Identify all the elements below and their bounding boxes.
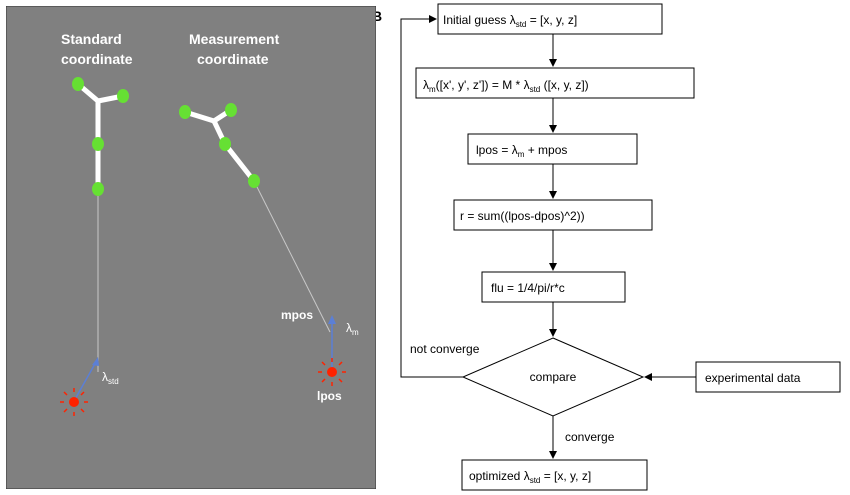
lambda-std-arrowhead [92,357,99,366]
experimental-data-text: experimental data [705,371,801,385]
standard-light-source-icon [69,397,79,407]
measurement-source: mpos λm lpos [281,308,359,403]
arrow-loop-back [400,15,463,378]
standard-joint [92,137,104,151]
panel-b-label: B [372,8,383,24]
converge-label: converge [565,430,615,444]
measurement-source-rays [318,358,346,386]
standard-title-line1: Standard [61,31,122,47]
fluence-box [481,271,626,303]
lpos-box [467,133,638,165]
measurement-joint [248,174,260,188]
measurement-skeleton [179,103,331,333]
mpos-label: mpos [281,308,313,322]
standard-source-rays [60,388,88,416]
lpos-label: lpos [317,389,342,403]
standard-source: λstd [60,357,119,416]
measurement-title-line2: coordinate [197,51,269,67]
distance-text: r = sum((lpos-dpos)^2)) [460,209,585,223]
lambda-std-label: λstd [102,370,119,386]
measurement-joint [219,137,231,151]
initial-guess-text: Initial guess λstd = [x, y, z] [443,13,577,29]
optimized-text: optimized λstd = [x, y, z] [469,469,591,485]
measurement-light-source-icon [327,367,337,377]
standard-title-line2: coordinate [61,51,133,67]
standard-joint [72,77,84,91]
initial-guess-box [437,3,663,35]
lpos-text: lpos = λm + mpos [476,143,567,159]
transform-box [415,67,695,99]
transform-text: λm([x', y', z']) = M * λstd ([x, y, z]) [423,78,589,94]
fluence-text: flu = 1/4/pi/r*c [491,281,565,295]
standard-joint [92,182,104,196]
lambda-std-arrow [73,361,97,402]
standard-joint [117,89,129,103]
measurement-joint [179,105,191,119]
measurement-joint [225,103,237,117]
measurement-line [253,180,331,333]
panel-a-diagram: Standard coordinate Measurement coordina… [6,6,376,489]
panel-a-background [6,6,376,489]
lambda-m-arrowhead [328,315,336,324]
optimized-box [461,459,648,491]
experimental-data-box [695,361,841,393]
compare-text: compare [530,370,577,384]
standard-skeleton [72,77,129,372]
panel-b-flowchart: Initial guess λstd = [x, y, z] λm([x', y… [400,3,841,491]
not-converge-label: not converge [410,342,480,356]
lambda-m-label: λm [346,321,359,337]
measurement-title-line1: Measurement [189,31,280,47]
distance-box [453,199,653,231]
